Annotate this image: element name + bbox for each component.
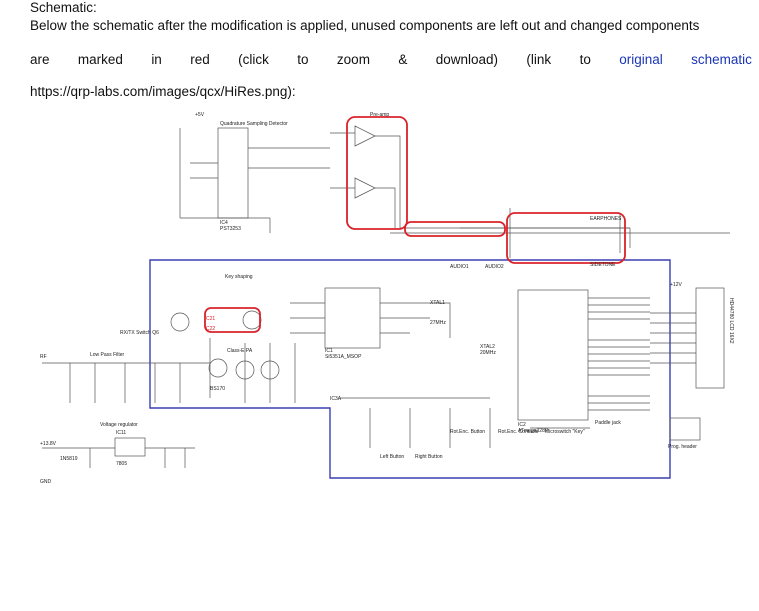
label-ic2: IC2 [518, 422, 526, 428]
url-line: https://qrp-labs.com/images/qcx/HiRes.pn… [30, 84, 296, 99]
label-key-shaping: Key shaping [225, 274, 253, 280]
label-7805: 7805 [116, 461, 127, 467]
si5351-chip [324, 287, 381, 349]
qsd-chip [217, 127, 249, 219]
schematic-heading: Schematic: [30, 0, 97, 15]
label-xtal2: XTAL2 [480, 344, 495, 350]
label-lcd: HD44780 LCD 16X2 [728, 298, 734, 344]
lcd-module [695, 287, 725, 389]
label-ic4: IC4 [220, 220, 228, 226]
q4-transistor [242, 310, 262, 330]
highlight-audio-caps [404, 221, 506, 237]
word: (link [526, 52, 552, 67]
label-ic1: IC1 [325, 348, 333, 354]
word: are [30, 52, 50, 67]
label-audio2: AUDIO2 [485, 264, 504, 270]
q2-transistor [235, 360, 255, 380]
label-si5351: Si5351A_MSOP [325, 354, 362, 360]
label-mcu: ATmega328P [518, 428, 549, 434]
digital-section-outline [149, 259, 671, 479]
label-rf: RF [40, 354, 47, 360]
atmega-chip [517, 289, 589, 421]
label-xtal2-freq: 20MHz [480, 350, 496, 356]
prog-header [669, 417, 701, 441]
word: to [297, 52, 309, 67]
label-ic11: IC11 [116, 430, 126, 436]
label-xtal1: XTAL1 [430, 300, 445, 306]
label-c21: C21 [206, 316, 215, 322]
label-pst3253: PST3253 [220, 226, 241, 232]
label-ic3: IC3A [330, 396, 342, 402]
word: & [398, 52, 408, 67]
label-left-button: Left Button [380, 454, 404, 460]
label-preamp: Pre-amp [370, 112, 389, 118]
vreg-chip [114, 437, 146, 457]
label-bs170: BS170 [210, 386, 225, 392]
original-link-word-1[interactable]: original [619, 52, 663, 67]
label-12v: +12V [670, 282, 682, 288]
label-vreg: Voltage regulator [100, 422, 138, 428]
word: in [151, 52, 162, 67]
q1-transistor [208, 358, 228, 378]
original-link-word-2[interactable]: schematic [691, 52, 752, 67]
label-xtal-freq: 27MHz [430, 320, 446, 326]
label-rx-tx: RX/TX Switch Q6 [120, 330, 159, 336]
label-prog-header: Prog. header [668, 444, 697, 450]
label-c22: C22 [206, 326, 215, 332]
label-right-button: Right Button [415, 454, 443, 460]
label-key: Microswitch "Key" [545, 429, 585, 435]
label-earphones: EARPHONES [590, 216, 622, 222]
opamp-2 [354, 177, 376, 199]
q6-transistor [170, 312, 190, 332]
word: marked [77, 52, 123, 67]
word: red [190, 52, 210, 67]
highlight-sidetone [506, 212, 626, 264]
second-line: are marked in red (click to zoom & downl… [30, 52, 752, 67]
highlight-preamp [346, 116, 408, 230]
label-lpf: Low Pass Filter [90, 352, 125, 358]
label-qsd: Quadrature Sampling Detector [220, 121, 288, 127]
label-5v: +5V [195, 112, 205, 118]
label-13v8: +13.8V [40, 441, 57, 447]
word: download) [435, 52, 499, 67]
opamp-1 [354, 125, 376, 147]
label-paddle: Paddle jack [595, 420, 621, 426]
label-class-e: Class-E PA [227, 348, 253, 354]
label-sidetone: SIDETONE [590, 262, 616, 268]
label-rot-button: Rot.Enc. Button [450, 429, 485, 435]
label-d1: 1N5819 [60, 456, 78, 462]
label-gnd: GND [40, 479, 52, 485]
label-audio1: AUDIO1 [450, 264, 469, 270]
label-rot-contacts: Rot.Enc. Contacts [498, 429, 539, 435]
word: (click [238, 52, 269, 67]
schematic-image[interactable]: Pre-amp Quadrature Sampling Detector IC4… [30, 108, 752, 498]
intro-text: Below the schematic after the modificati… [30, 18, 700, 33]
word: zoom [336, 52, 370, 67]
word: to [579, 52, 591, 67]
q3-transistor [260, 360, 280, 380]
highlight-c21-c22 [204, 307, 261, 333]
